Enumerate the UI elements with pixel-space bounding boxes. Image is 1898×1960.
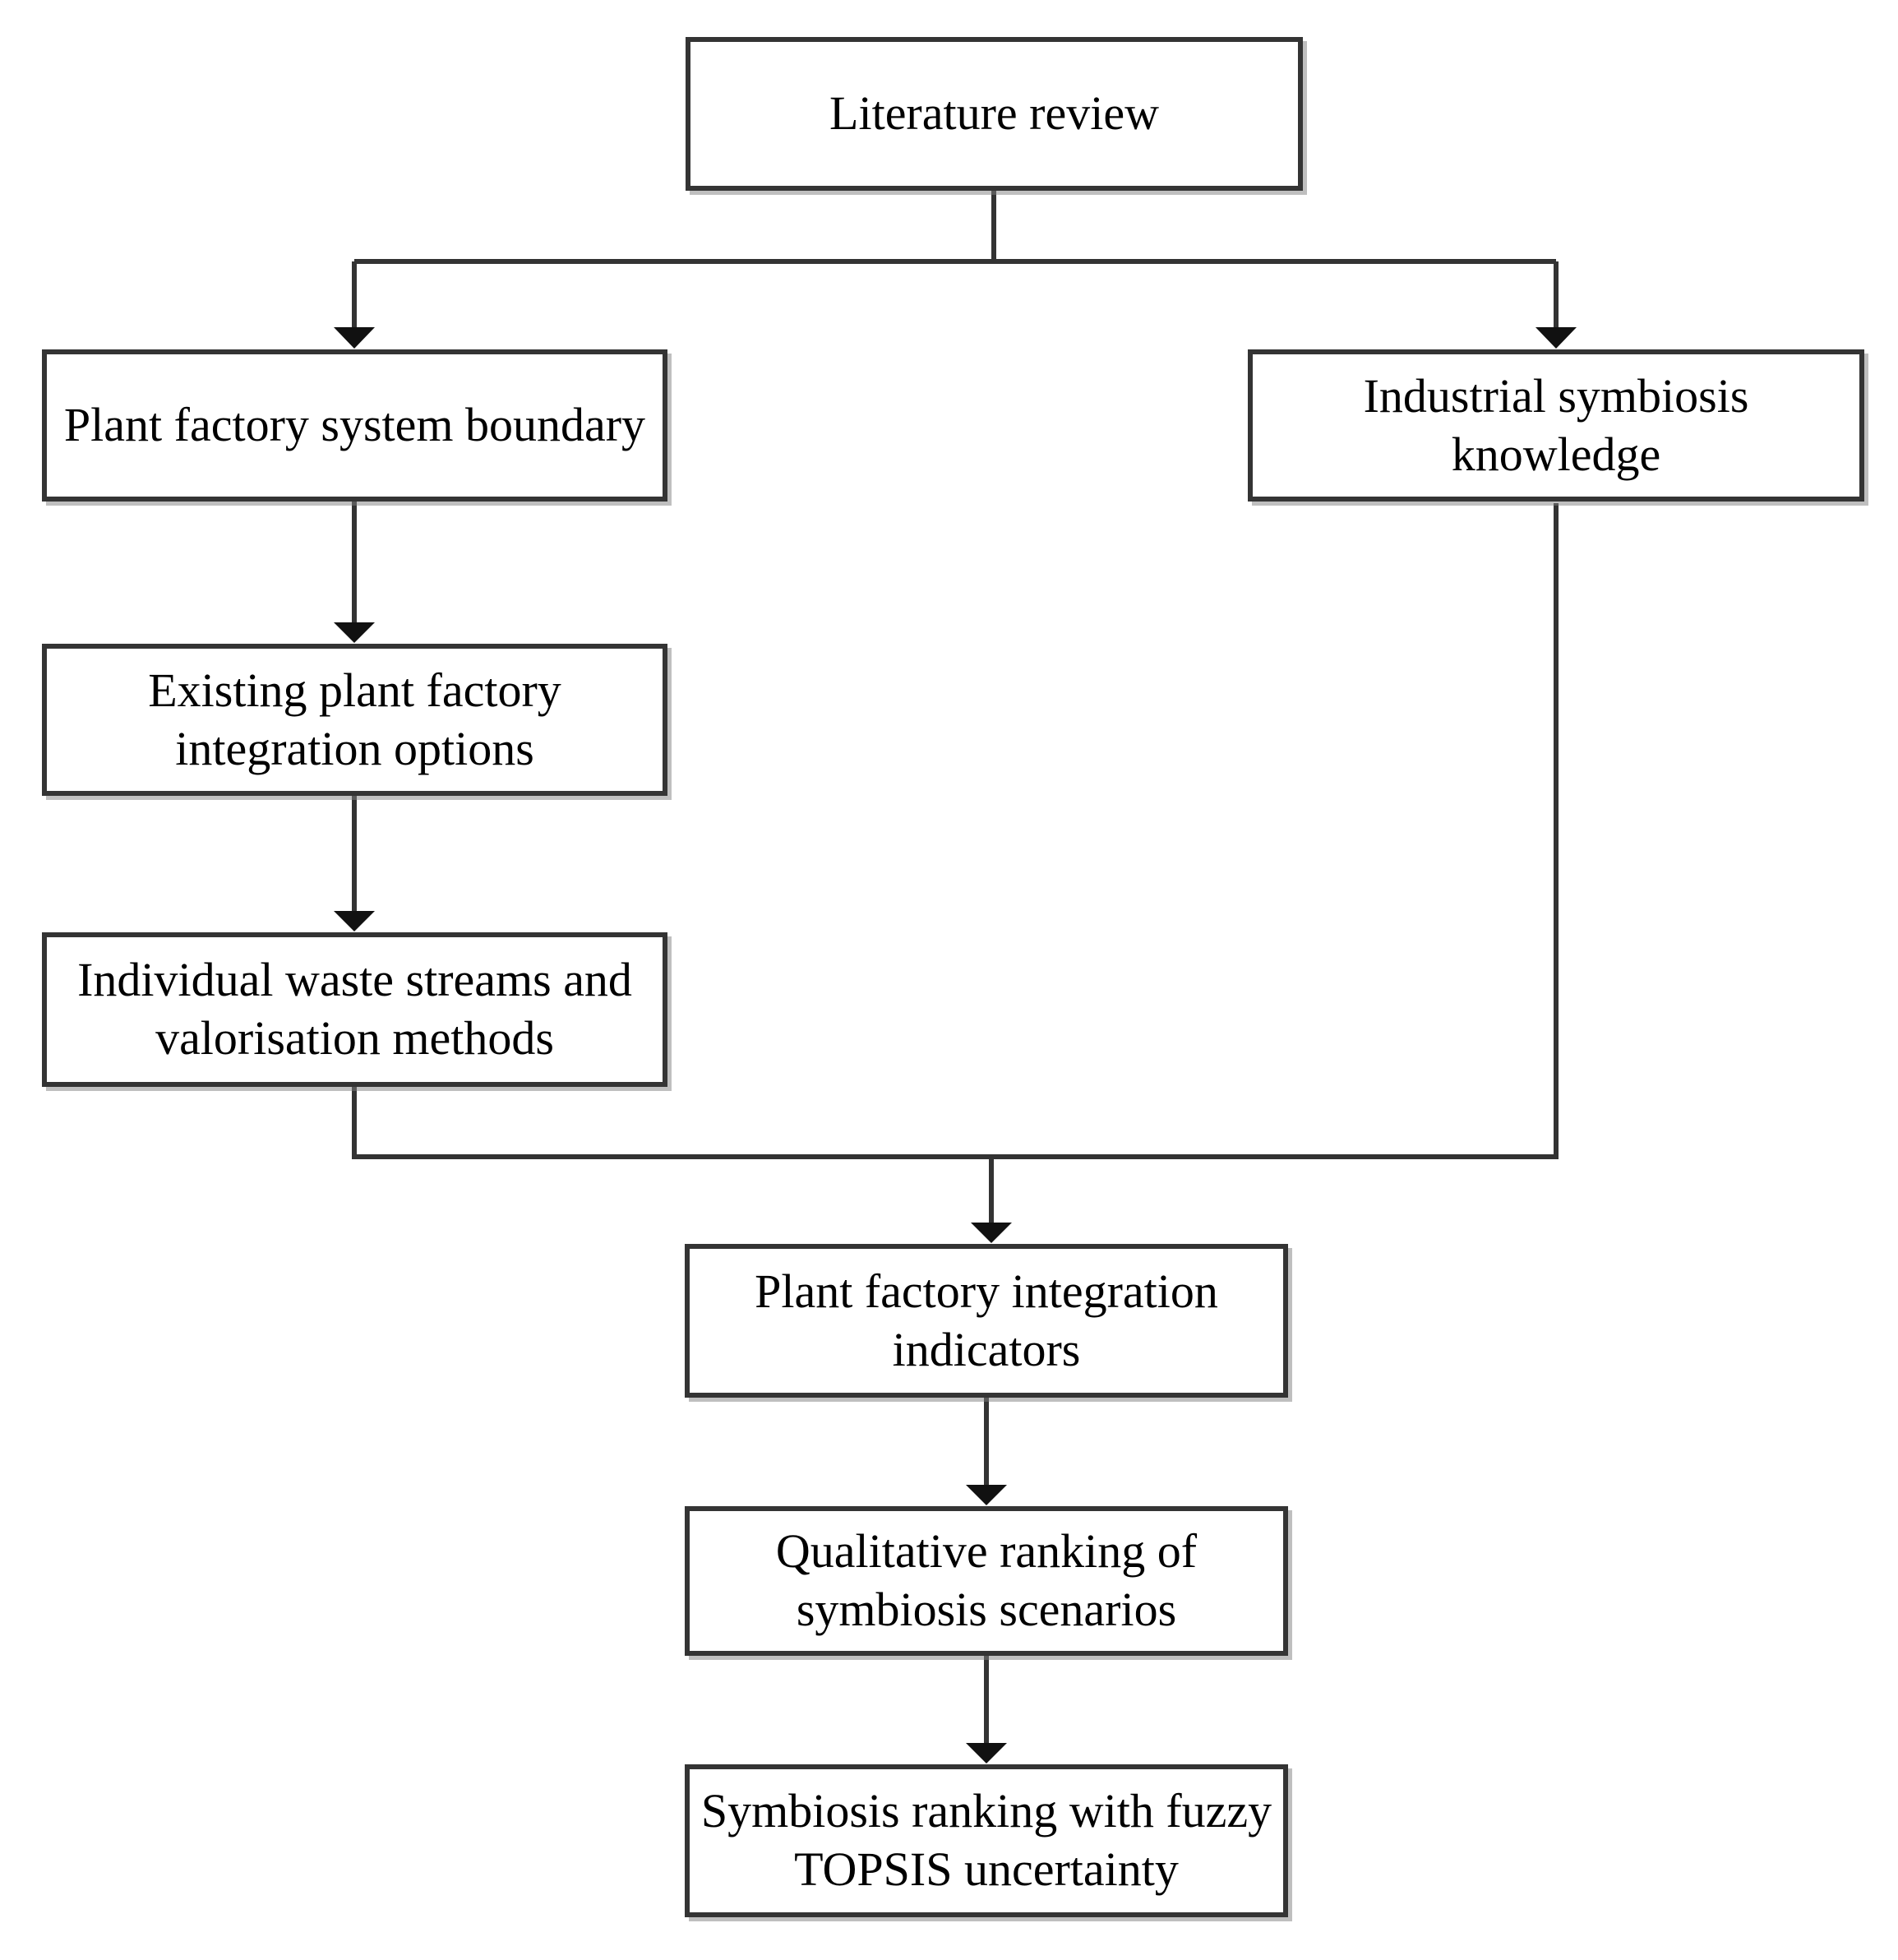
node-plant-factory-system-boundary: Plant factory system boundary [42, 349, 667, 502]
arrowhead-to-individual [334, 911, 375, 931]
node-plant-factory-integration-indicators: Plant factory integration indicators [685, 1244, 1288, 1398]
node-existing-plant-factory-integration-options-label: Existing plant factory integration optio… [148, 663, 561, 775]
node-existing-plant-factory-integration-options: Existing plant factory integration optio… [42, 644, 667, 796]
node-literature-review: Literature review [686, 37, 1303, 191]
arrowhead-to-boundary [334, 327, 375, 349]
node-symbiosis-ranking-label: Symbiosis ranking with fuzzy TOPSIS unce… [700, 1784, 1272, 1896]
node-qualitative-ranking-of-symbiosis-scenarios: Qualitative ranking of symbiosis scenari… [685, 1506, 1288, 1656]
edge-merge-bar [352, 503, 1559, 1159]
arrowhead-to-symbiosis [966, 1743, 1007, 1764]
arrowhead-to-qualitative [966, 1485, 1007, 1505]
node-plant-factory-integration-indicators-label: Plant factory integration indicators [755, 1264, 1218, 1376]
node-literature-review-label: Literature review [829, 86, 1159, 141]
node-qualitative-ranking-label: Qualitative ranking of symbiosis scenari… [775, 1524, 1198, 1636]
node-industrial-symbiosis-knowledge-label: Industrial symbiosis knowledge [1363, 368, 1749, 481]
node-industrial-symbiosis-knowledge: Industrial symbiosis knowledge [1248, 349, 1864, 502]
node-plant-factory-system-boundary-label: Plant factory system boundary [63, 398, 646, 452]
arrowhead-to-knowledge [1535, 327, 1577, 349]
node-symbiosis-ranking-with-fuzzy-topsis-uncertainty: Symbiosis ranking with fuzzy TOPSIS unce… [685, 1764, 1288, 1917]
node-individual-waste-streams-and-valorisation-methods: Individual waste streams and valorisatio… [42, 932, 667, 1087]
arrowhead-to-indicators [971, 1223, 1012, 1243]
arrowhead-to-existing [334, 622, 375, 643]
node-individual-waste-streams-label: Individual waste streams and valorisatio… [77, 953, 632, 1065]
